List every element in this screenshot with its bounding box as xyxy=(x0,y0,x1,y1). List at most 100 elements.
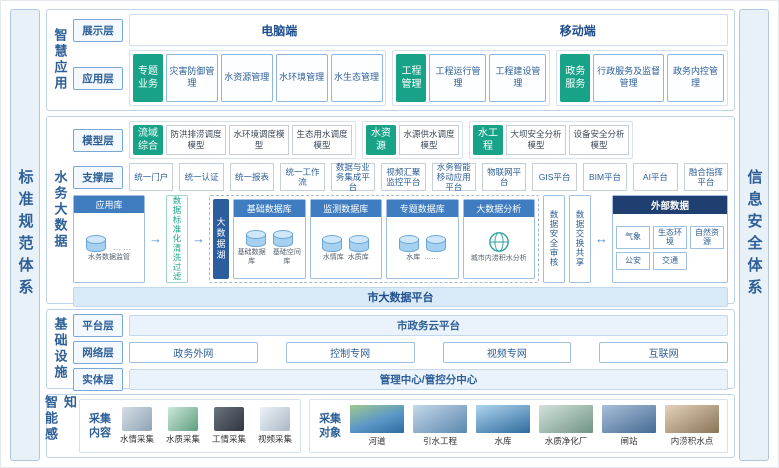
support-item: GIS平台 xyxy=(532,163,577,191)
data-lake-box: 大数据湖 基础数据库 基础数据库 基础空 xyxy=(209,195,539,283)
model-group-water-engineering: 水工程 大坝安全分析模型 设备安全分析模型 xyxy=(469,121,633,159)
external-item: 交通 xyxy=(653,251,687,270)
photo-purification-plant xyxy=(539,405,594,433)
support-item: 水务智能移动应用平台 xyxy=(431,162,476,192)
works-condition-collector-icon xyxy=(214,407,245,431)
flow-arrow-icon xyxy=(149,231,162,246)
management-center-bar: 管理中心/管控分中心 xyxy=(129,369,728,390)
section-intelligent-sensing: 智能感知 采集内容 水情采集 水质采集 xyxy=(43,394,735,458)
cleanse-filter-label: 数据标准化清洗过滤 xyxy=(172,196,182,282)
external-item: 气象 xyxy=(616,225,650,249)
collect-item-caption: 视频采集 xyxy=(258,434,293,444)
application-store-title: 应用库 xyxy=(74,196,144,213)
section-intelligent-sensing-label: 智能感知 xyxy=(43,395,77,443)
target-item-caption: 内涝积水点 xyxy=(670,436,714,446)
cleanse-filter-box: 数据标准化清洗过滤 xyxy=(166,195,188,283)
cylinder-caption: 水情库 xyxy=(322,253,344,261)
cylinder-caption: 水库 xyxy=(406,253,421,261)
monitoring-database-box: 监测数据库 水情库 水质库 xyxy=(309,199,382,279)
model-group-basin: 流域综合 防洪排涝调度模型 水环境调度模型 生态用水调度模型 xyxy=(129,121,356,159)
section-smart-application: 智慧应用 展示层 电脑端 移动端 应用层 专题业务 灾害防御管理 水资源管理 xyxy=(46,9,735,111)
group-head: 工程管理 xyxy=(396,54,427,102)
layer-chip-entity: 实体层 xyxy=(73,368,123,391)
layer-chip-model: 模型层 xyxy=(73,128,123,152)
cylinder-caption: 基础空间库 xyxy=(272,249,301,265)
water-quality-collector-icon xyxy=(168,407,199,431)
layer-chip-application: 应用层 xyxy=(73,66,123,90)
target-item: 河道 xyxy=(350,405,405,447)
app-item: 灾害防御管理 xyxy=(166,54,218,102)
target-item-caption: 水质净化厂 xyxy=(544,436,588,446)
data-security-audit-box: 数据安全审核 xyxy=(543,195,565,283)
database-cylinder-icon xyxy=(322,234,343,252)
target-item-caption: 闸站 xyxy=(620,436,638,446)
support-item: 视频汇聚监控平台 xyxy=(381,163,426,191)
collect-item: 水质采集 xyxy=(166,407,200,445)
group-head: 水资源 xyxy=(366,125,396,155)
collect-item-caption: 水质采集 xyxy=(166,434,201,444)
flow-exchange-icon xyxy=(595,231,608,246)
target-item-caption: 水库 xyxy=(494,436,512,446)
photo-waterlogging-point xyxy=(664,405,719,433)
support-item: 数据与业务集成平台 xyxy=(330,162,376,192)
support-item: 统一工作流 xyxy=(280,163,325,191)
group-head: 流域综合 xyxy=(133,125,163,155)
external-item: 自然资源 xyxy=(690,225,724,249)
network-item: 政务外网 xyxy=(129,342,258,363)
store-title: 监测数据库 xyxy=(310,200,381,217)
model-item: 设备安全分析模型 xyxy=(569,125,629,155)
data-lake-title-strip: 大数据湖 xyxy=(213,199,229,279)
analysis-globe-icon xyxy=(488,232,509,252)
section-strip: 水务大数据 xyxy=(47,117,73,303)
data-flow-row: 应用库 …… 水务数据监管 数据标准化清洗过滤 xyxy=(73,195,728,283)
support-item: 统一报表 xyxy=(229,163,275,191)
database-cylinder-icon xyxy=(245,230,266,248)
photo-reservoir xyxy=(476,405,531,433)
app-group-government-service: 政务服务 行政服务及监督管理 政务内控管理 xyxy=(556,50,728,106)
app-item: 政务内控管理 xyxy=(667,54,724,102)
external-data-title: 外部数据 xyxy=(613,196,727,214)
main-column: 智慧应用 展示层 电脑端 移动端 应用层 专题业务 灾害防御管理 水资源管理 xyxy=(43,9,735,458)
cylinder-caption: 水质库 xyxy=(347,253,369,261)
layer-chip-display: 展示层 xyxy=(73,18,123,42)
collect-item-caption: 工情采集 xyxy=(212,434,247,444)
app-item: 工程建设管理 xyxy=(489,54,547,102)
terminal-pc-label: 电脑端 xyxy=(261,23,298,38)
group-head: 专题业务 xyxy=(133,54,163,102)
support-item: 统一认证 xyxy=(179,163,224,191)
base-database-box: 基础数据库 基础数据库 基础空间库 xyxy=(233,199,306,279)
layer-chip-platform: 平台层 xyxy=(73,314,123,337)
cylinder-caption: 基础数据库 xyxy=(237,249,266,265)
flow-arrow-icon xyxy=(192,231,205,246)
photo-sluice-station xyxy=(602,405,656,433)
section-strip: 智能感知 xyxy=(43,395,77,457)
collect-item: 工情采集 xyxy=(212,407,246,445)
cylinder-caption: 水务数据监管 xyxy=(88,253,130,261)
display-terminals-box: 电脑端 移动端 xyxy=(129,14,728,46)
app-item: 行政服务及监督管理 xyxy=(593,54,665,102)
support-item: BIM平台 xyxy=(582,163,628,191)
section-smart-application-label: 智慧应用 xyxy=(52,28,68,92)
analysis-title: 大数据分析 xyxy=(463,200,534,217)
store-title: 专题数据库 xyxy=(387,200,458,217)
section-water-big-data-label: 水务大数据 xyxy=(52,170,68,250)
photo-river xyxy=(350,405,405,433)
app-item: 水资源管理 xyxy=(220,54,273,102)
external-item: 公安 xyxy=(616,251,650,270)
standards-pillar: 标准规范体系 xyxy=(10,9,40,461)
video-camera-icon xyxy=(260,407,291,431)
layer-chip-support: 支撑层 xyxy=(73,165,123,189)
network-item: 控制专网 xyxy=(285,342,415,363)
support-item: 物联网平台 xyxy=(481,163,527,191)
gov-cloud-platform-bar: 市政务云平台 xyxy=(129,315,728,336)
app-item: 工程运行管理 xyxy=(429,54,487,102)
model-item: 水环境调度模型 xyxy=(229,125,289,155)
model-group-water-resource: 水资源 水源供水调度模型 xyxy=(362,121,463,159)
target-item: 闸站 xyxy=(602,405,656,447)
target-item: 引水工程 xyxy=(413,405,468,447)
section-infrastructure-label: 基础设施 xyxy=(52,317,68,381)
database-cylinder-icon xyxy=(425,234,446,252)
section-strip: 智慧应用 xyxy=(47,10,73,110)
support-item: AI平台 xyxy=(633,163,678,191)
